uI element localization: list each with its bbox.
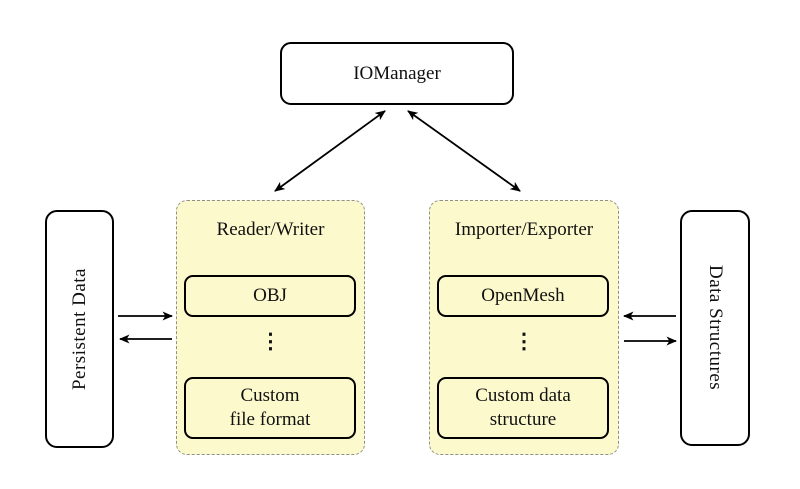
group-importer-exporter-label: Importer/Exporter: [454, 219, 594, 240]
node-openmesh-label: OpenMesh: [481, 285, 565, 307]
node-iomanager-label: IOManager: [353, 62, 441, 84]
group-reader-writer: Reader/Writer OBJ ⋮ Custom file format: [176, 200, 365, 455]
node-persistent-data-label: Persistent Data: [68, 267, 90, 390]
node-custom-file-format: Custom file format: [184, 377, 356, 439]
group-reader-writer-label: Reader/Writer: [216, 219, 325, 240]
node-persistent-data: Persistent Data: [45, 210, 114, 448]
arrow-iomanager-importer-exporter: [407, 110, 521, 192]
node-obj-label: OBJ: [253, 285, 287, 307]
ellipsis-importer-exporter: ⋮: [513, 329, 535, 353]
node-openmesh: OpenMesh: [437, 275, 609, 317]
ellipsis-reader-writer: ⋮: [260, 329, 281, 353]
node-custom-file-format-label: Custom file format: [229, 385, 311, 430]
node-data-structures-label: Data Structures: [705, 265, 726, 391]
node-data-structures: Data Structures: [680, 210, 750, 446]
group-importer-exporter: Importer/Exporter OpenMesh ⋮ Custom data…: [429, 200, 619, 455]
node-custom-data-structure: Custom data structure: [437, 377, 609, 439]
node-iomanager: IOManager: [280, 42, 514, 105]
node-custom-data-structure-label: Custom data structure: [475, 385, 571, 430]
arrow-iomanager-reader-writer: [274, 110, 386, 192]
node-obj: OBJ: [184, 275, 356, 317]
